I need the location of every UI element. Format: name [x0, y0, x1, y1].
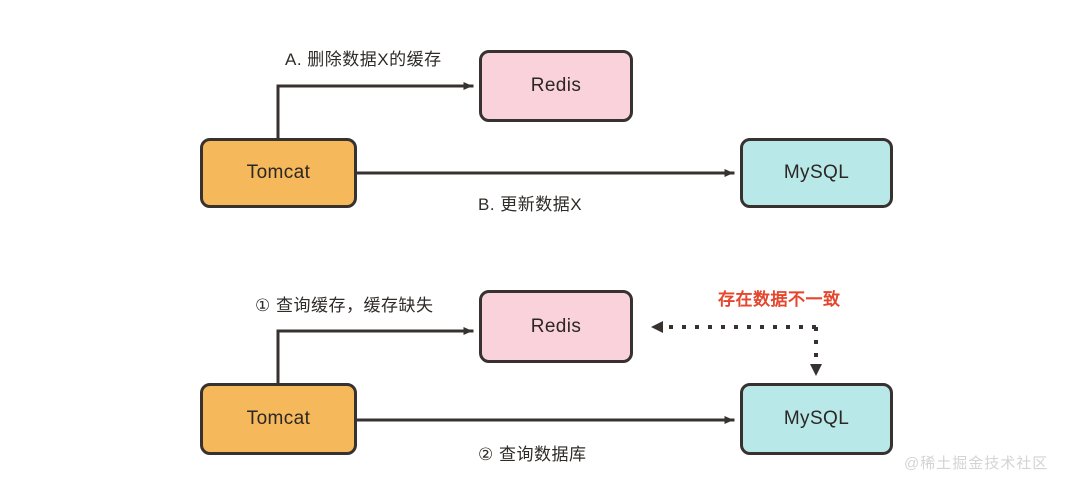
watermark: @稀土掘金技术社区 — [904, 455, 1049, 472]
node-mysql-top-label: MySQL — [783, 162, 850, 183]
node-tomcat-bottom[interactable]: Tomcat — [200, 383, 357, 455]
node-mysql-top[interactable]: MySQL — [740, 138, 893, 208]
node-mysql-bottom[interactable]: MySQL — [740, 383, 893, 455]
node-redis-top[interactable]: Redis — [479, 50, 633, 122]
node-redis-bottom-label: Redis — [530, 315, 582, 337]
edge-label-step-2: ② 查询数据库 — [478, 445, 587, 464]
node-tomcat-top[interactable]: Tomcat — [200, 138, 357, 208]
node-tomcat-top-label: Tomcat — [246, 162, 311, 183]
node-redis-bottom[interactable]: Redis — [479, 290, 633, 363]
edge-label-step-1: ① 查询缓存，缓存缺失 — [255, 296, 434, 315]
node-redis-top-label: Redis — [530, 75, 582, 96]
edge-label-step-a: A. 删除数据X的缓存 — [285, 50, 442, 69]
node-tomcat-bottom-label: Tomcat — [246, 408, 311, 429]
connector-tomcat-to-redis-top — [276, 82, 474, 140]
node-mysql-bottom-label: MySQL — [783, 408, 850, 429]
edge-label-inconsistency: 存在数据不一致 — [718, 290, 841, 309]
connector-tomcat-to-redis-bottom — [276, 327, 474, 385]
edge-label-step-b: B. 更新数据X — [478, 195, 583, 214]
